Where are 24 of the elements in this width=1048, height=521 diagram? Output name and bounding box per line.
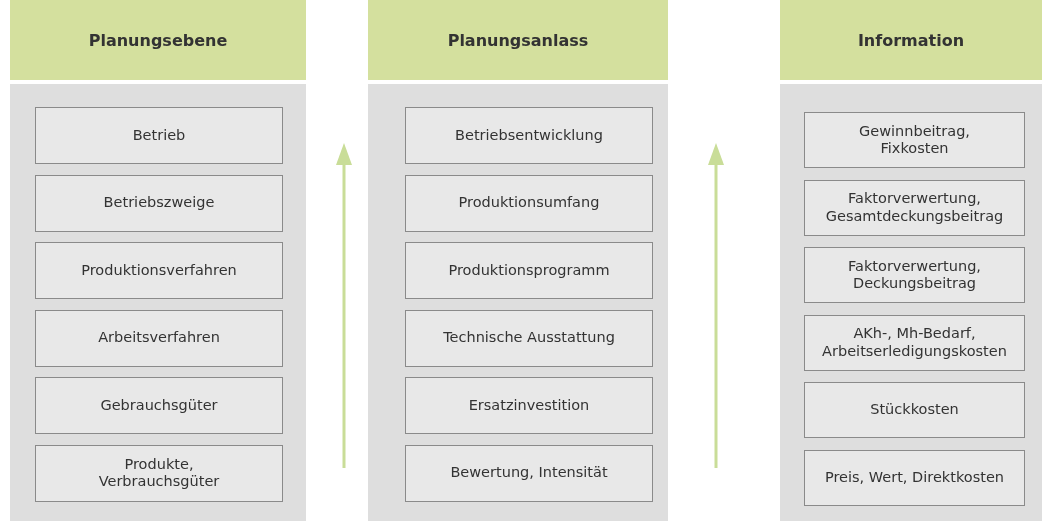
- text-box: Produktionsverfahren: [35, 242, 283, 299]
- text-box: Ersatzinvestition: [405, 377, 653, 434]
- column-header: Planungsanlass: [368, 0, 668, 80]
- text-box: Betriebszweige: [35, 174, 283, 232]
- text-box: Faktorverwertung, Gesamtdeckungsbeitrag: [804, 179, 1025, 236]
- panel-background: [780, 84, 1042, 521]
- text-box: Produktionsumfang: [405, 174, 653, 232]
- text-box: Preis, Wert, Direktkosten: [804, 449, 1025, 506]
- text-box: Bewertung, Intensität: [405, 444, 653, 502]
- panel-background: [10, 84, 306, 521]
- panel-background: [368, 84, 668, 521]
- text-box: Stückkosten: [804, 382, 1025, 438]
- column-header: Information: [780, 0, 1042, 80]
- column-header: Planungsebene: [10, 0, 306, 80]
- text-box: AKh-, Mh-Bedarf, Arbeitserledigungskosten: [804, 314, 1025, 371]
- text-box: Arbeitsverfahren: [35, 309, 283, 367]
- text-box: Gewinnbeitrag, Fixkosten: [804, 112, 1025, 168]
- text-box: Faktorverwertung, Deckungsbeitrag: [804, 247, 1025, 303]
- text-box: Betrieb: [35, 107, 283, 164]
- text-box: Technische Ausstattung: [405, 309, 653, 367]
- text-box: Produktionsprogramm: [405, 242, 653, 299]
- text-box: Gebrauchsgüter: [35, 377, 283, 434]
- text-box: Betriebsentwicklung: [405, 107, 653, 164]
- text-box: Produkte, Verbrauchsgüter: [35, 444, 283, 502]
